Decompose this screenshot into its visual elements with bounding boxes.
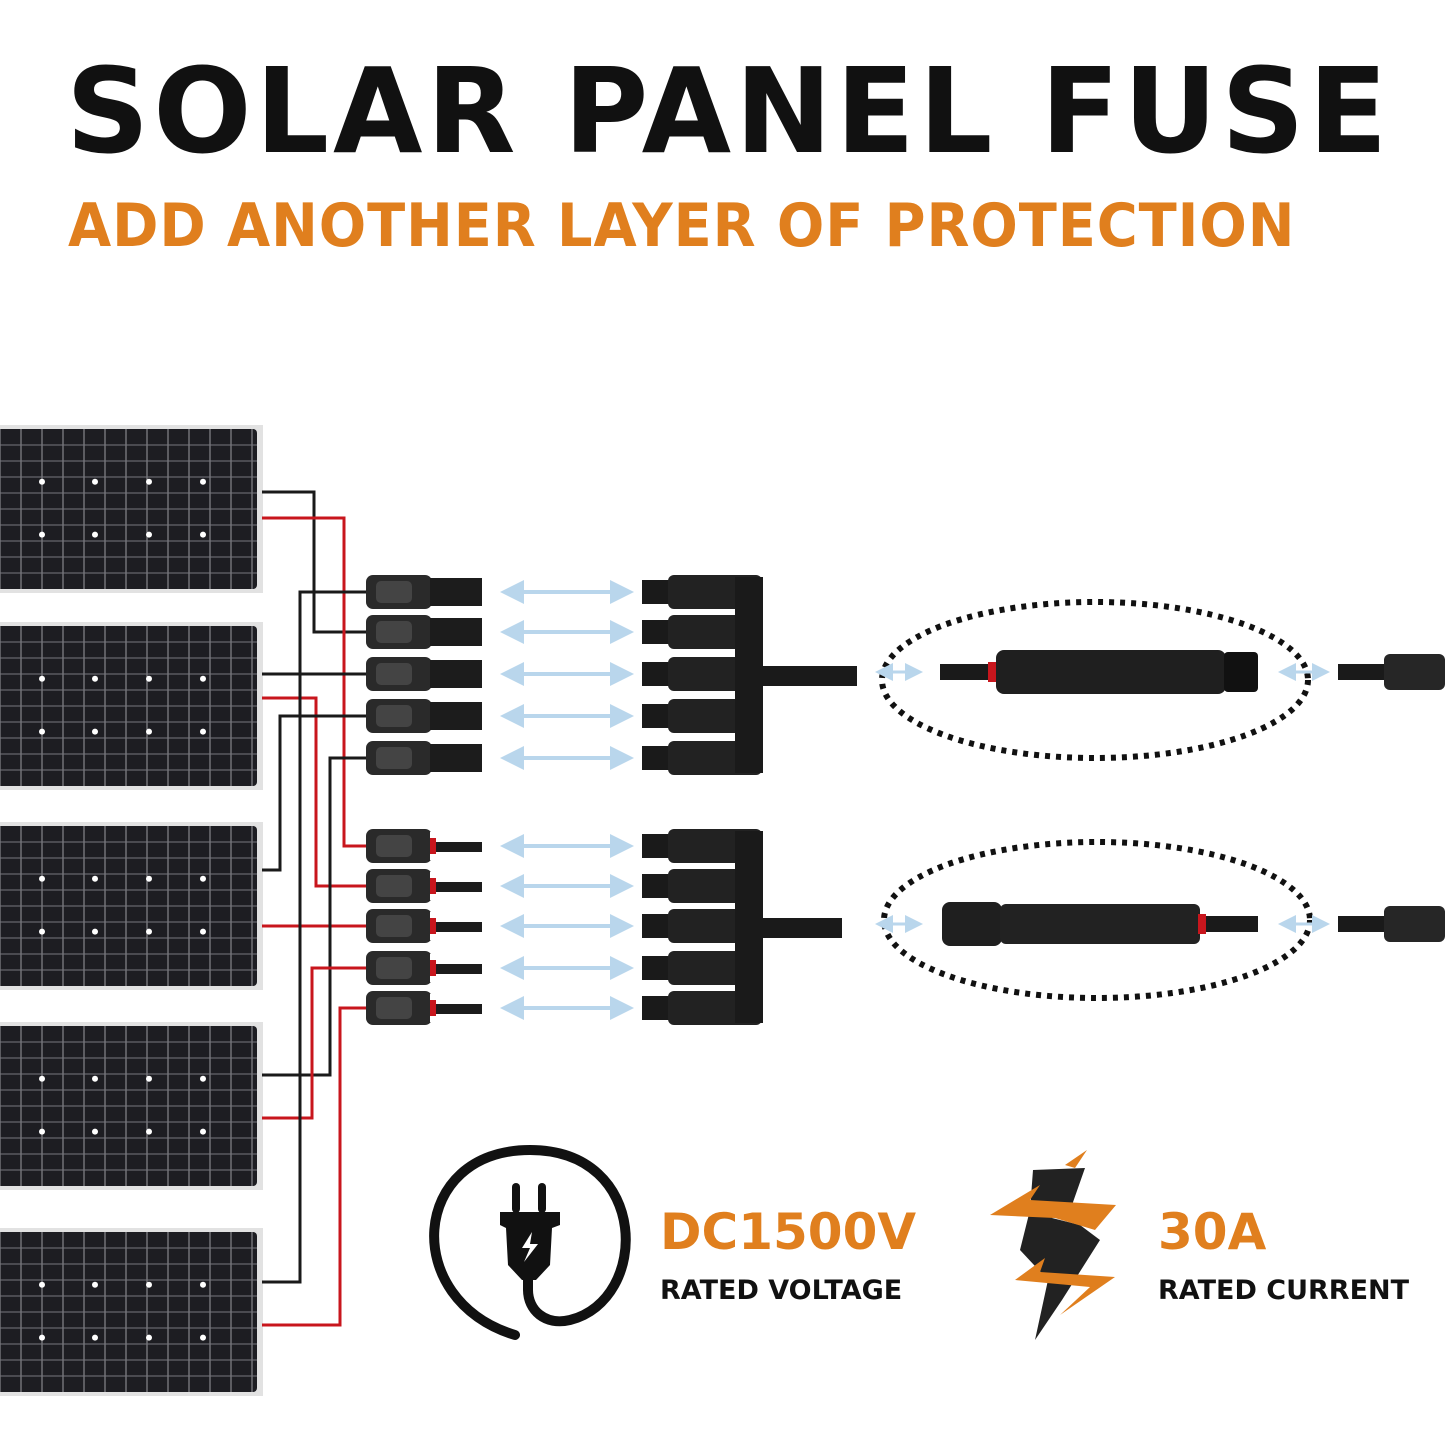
mc4-connector: [366, 699, 482, 733]
branch-trunk: [760, 918, 842, 938]
mc4-connector: [366, 951, 482, 985]
inline-fuse: [940, 650, 1258, 694]
negative-wire: [262, 590, 368, 1284]
mc4-connector: [366, 741, 482, 775]
page-title: SOLAR PANEL FUSE: [66, 42, 1392, 180]
connector-group: [366, 829, 1445, 1025]
solar-panel: [0, 822, 263, 990]
mc4-connector: [366, 657, 482, 691]
connector-group: [366, 575, 1445, 775]
mc4-connector: [366, 991, 482, 1025]
negative-wire: [262, 714, 368, 872]
voltage-label: RATED VOLTAGE: [660, 1275, 903, 1306]
solar-panel: [0, 622, 263, 790]
negative-wire: [262, 756, 368, 1077]
mc4-connector: [366, 575, 482, 609]
negative-wire: [262, 490, 368, 634]
lightning-icon: [990, 1150, 1116, 1340]
current-value: 30A: [1158, 1203, 1267, 1261]
positive-wire: [262, 516, 368, 848]
solar-panel: [0, 1228, 263, 1396]
plug-icon: [429, 1144, 631, 1340]
branch-trunk: [760, 666, 857, 686]
end-connector: [1338, 906, 1445, 942]
positive-wire: [262, 696, 368, 888]
inline-fuse: [942, 902, 1258, 946]
branch-connector-body: [735, 577, 763, 773]
positive-wire: [262, 966, 368, 1120]
end-connector: [1338, 654, 1445, 690]
mc4-connector: [366, 909, 482, 943]
voltage-value: DC1500V: [660, 1203, 917, 1261]
solar-panel: [0, 1022, 263, 1190]
mc4-connector: [366, 615, 482, 649]
current-label: RATED CURRENT: [1158, 1275, 1410, 1306]
branch-connector-body: [735, 831, 763, 1023]
solar-panel: [0, 425, 263, 593]
positive-wire: [262, 1006, 368, 1327]
mc4-connector: [366, 829, 482, 863]
mc4-connector: [366, 869, 482, 903]
page-subtitle: ADD ANOTHER LAYER OF PROTECTION: [68, 191, 1296, 261]
